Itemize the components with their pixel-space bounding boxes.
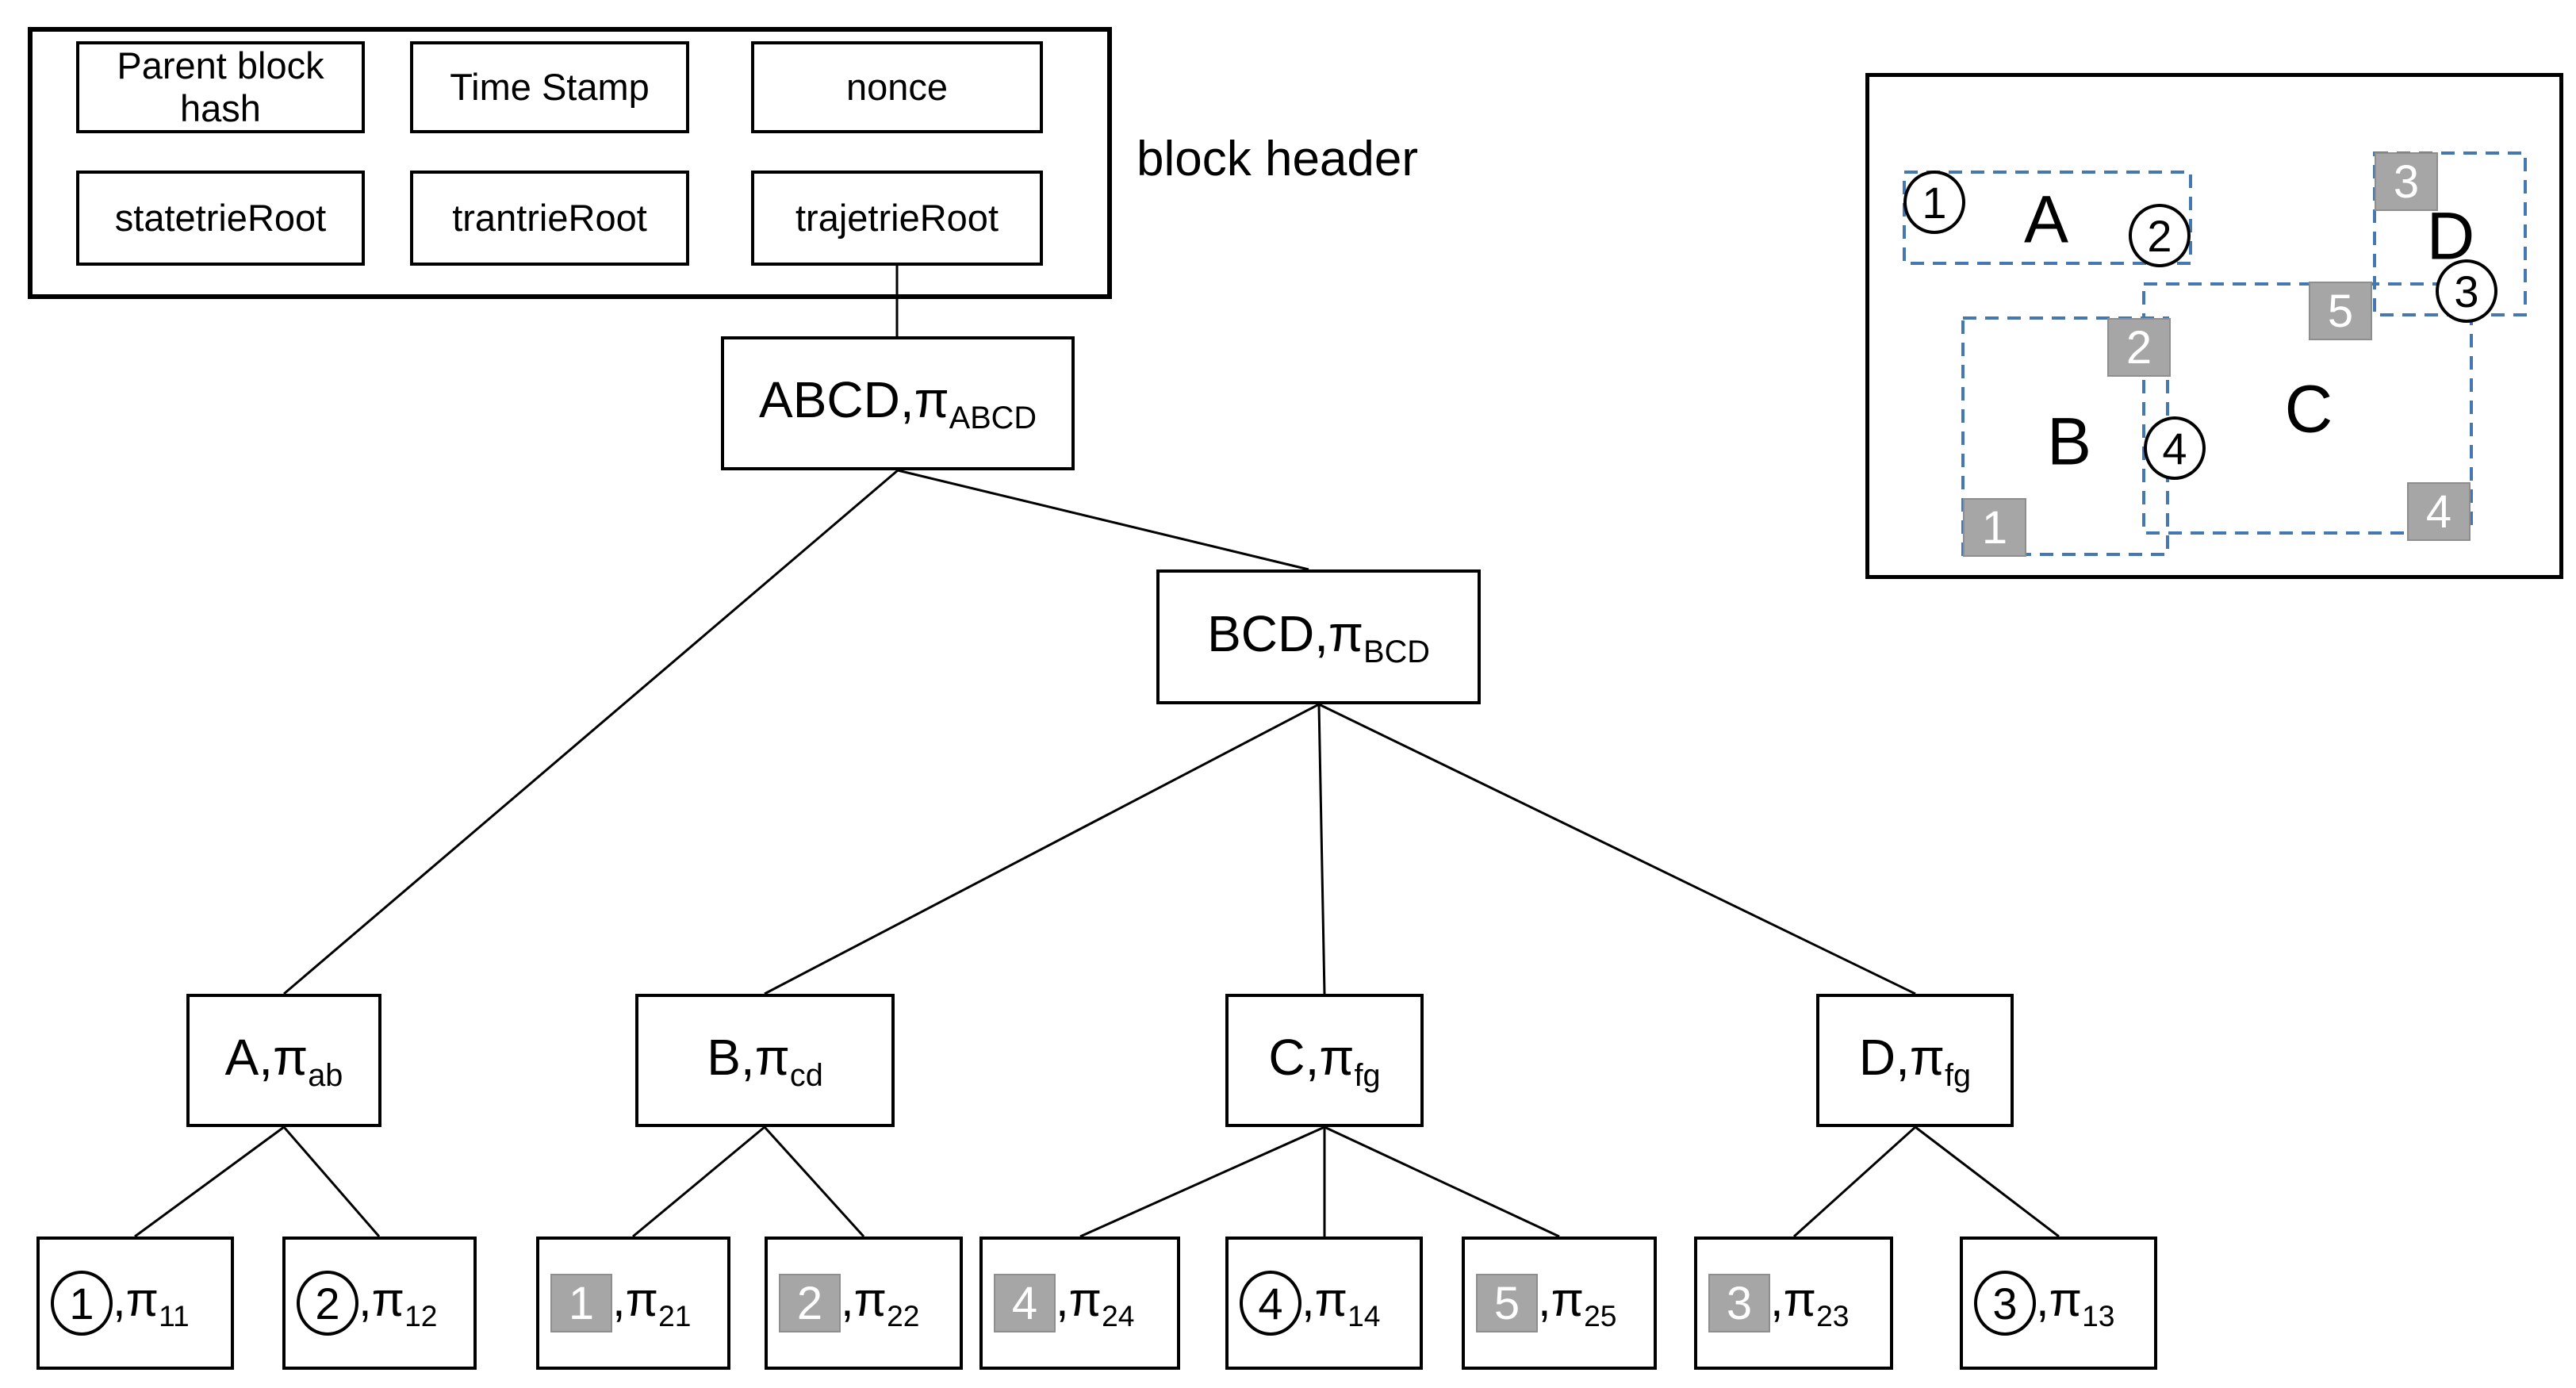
edge-root-bcd: [897, 469, 1309, 571]
tree-node-d: D,πfg: [1816, 994, 2014, 1127]
leaf-label: ,π12: [358, 1273, 438, 1333]
edge-d-leaf9: [1915, 1125, 2060, 1238]
leaf-label: ,π24: [1056, 1273, 1135, 1333]
square-marker: 5: [1476, 1274, 1538, 1332]
tree-leaf-8: 3,π23: [1694, 1237, 1893, 1370]
tree-node-a: A,πab: [186, 994, 381, 1127]
square-marker: 2: [779, 1274, 841, 1332]
coverage-map-box: [1865, 73, 2563, 579]
map-region-outline-a: [1903, 171, 2192, 265]
edge-c-leaf5: [1079, 1125, 1325, 1238]
map-circle-marker-1: 1: [1903, 171, 1965, 234]
block-header-label: block header: [1137, 132, 1419, 186]
tree-node-c: C,πfg: [1225, 994, 1424, 1127]
edge-bcd-b: [764, 703, 1320, 995]
field-nonce: nonce: [751, 41, 1043, 133]
field-parent-block-hash: Parent block hash: [76, 41, 365, 133]
map-square-marker-4: 4: [2407, 482, 2471, 541]
block-header-box: [28, 27, 1112, 299]
tree-leaf-1: 1,π11: [36, 1237, 234, 1370]
square-marker: 1: [550, 1274, 612, 1332]
edge-bcd-c: [1317, 704, 1326, 995]
tree-leaf-4: 2,π22: [765, 1237, 963, 1370]
leaf-label: ,π21: [612, 1273, 692, 1333]
node-label: ABCD,πABCD: [759, 371, 1037, 435]
field-trajetrieroot: trajetrieRoot: [751, 171, 1043, 266]
edge-a-leaf2: [282, 1126, 381, 1237]
tree-node-bcd: BCD,πBCD: [1156, 569, 1481, 704]
tree-leaf-3: 1,π21: [536, 1237, 730, 1370]
square-marker: 3: [1708, 1274, 1770, 1332]
field-trantrieroot: trantrieRoot: [410, 171, 689, 266]
tree-node-b: B,πcd: [635, 994, 895, 1127]
leaf-label: ,π22: [841, 1273, 920, 1333]
node-label: BCD,πBCD: [1207, 604, 1430, 669]
edge-b-leaf3: [632, 1125, 765, 1238]
circle-marker: 4: [1240, 1271, 1301, 1336]
tree-leaf-9: 3,π13: [1960, 1237, 2157, 1370]
tree-leaf-6: 4,π14: [1225, 1237, 1423, 1370]
tree-node-abcd: ABCD,πABCD: [721, 336, 1075, 470]
map-square-marker-3: 3: [2375, 152, 2438, 211]
edge-b-leaf4: [763, 1125, 865, 1238]
leaf-label: ,π13: [2036, 1273, 2115, 1333]
map-square-marker-5: 5: [2309, 282, 2372, 340]
map-square-marker-1: 1: [1963, 498, 2026, 557]
node-label: D,πfg: [1858, 1028, 1972, 1093]
node-label: B,πcd: [707, 1028, 823, 1093]
edge-d-leaf8: [1792, 1125, 1917, 1238]
tree-leaf-2: 2,π12: [282, 1237, 477, 1370]
field-time-stamp: Time Stamp: [410, 41, 689, 133]
node-label: C,πfg: [1268, 1028, 1381, 1093]
edge-bcd-d: [1318, 703, 1916, 995]
field-statetrieroot: statetrieRoot: [76, 171, 365, 266]
map-region-label-c: C: [2284, 371, 2333, 447]
circle-marker: 1: [51, 1271, 113, 1336]
edge-a-leaf1: [134, 1125, 285, 1238]
circle-marker: 2: [297, 1271, 358, 1336]
leaf-label: ,π11: [113, 1273, 190, 1333]
tree-leaf-7: 5,π25: [1462, 1237, 1657, 1370]
tree-leaf-5: 4,π24: [979, 1237, 1180, 1370]
leaf-label: ,π23: [1770, 1273, 1850, 1333]
map-circle-marker-4: 4: [2144, 416, 2206, 480]
map-circle-marker-3: 3: [2436, 259, 2497, 323]
leaf-label: ,π25: [1538, 1273, 1617, 1333]
circle-marker: 3: [1974, 1271, 2036, 1336]
map-region-outline-c: [2142, 282, 2473, 535]
node-label: A,πab: [224, 1028, 343, 1093]
square-marker: 4: [994, 1274, 1056, 1332]
edge-c-leaf7: [1324, 1125, 1560, 1238]
map-square-marker-2: 2: [2107, 318, 2171, 377]
edge-root-a: [283, 469, 899, 995]
map-region-label-b: B: [2046, 404, 2092, 479]
leaf-label: ,π14: [1301, 1273, 1381, 1333]
map-circle-marker-2: 2: [2129, 204, 2191, 267]
map-region-label-a: A: [2023, 182, 2069, 257]
